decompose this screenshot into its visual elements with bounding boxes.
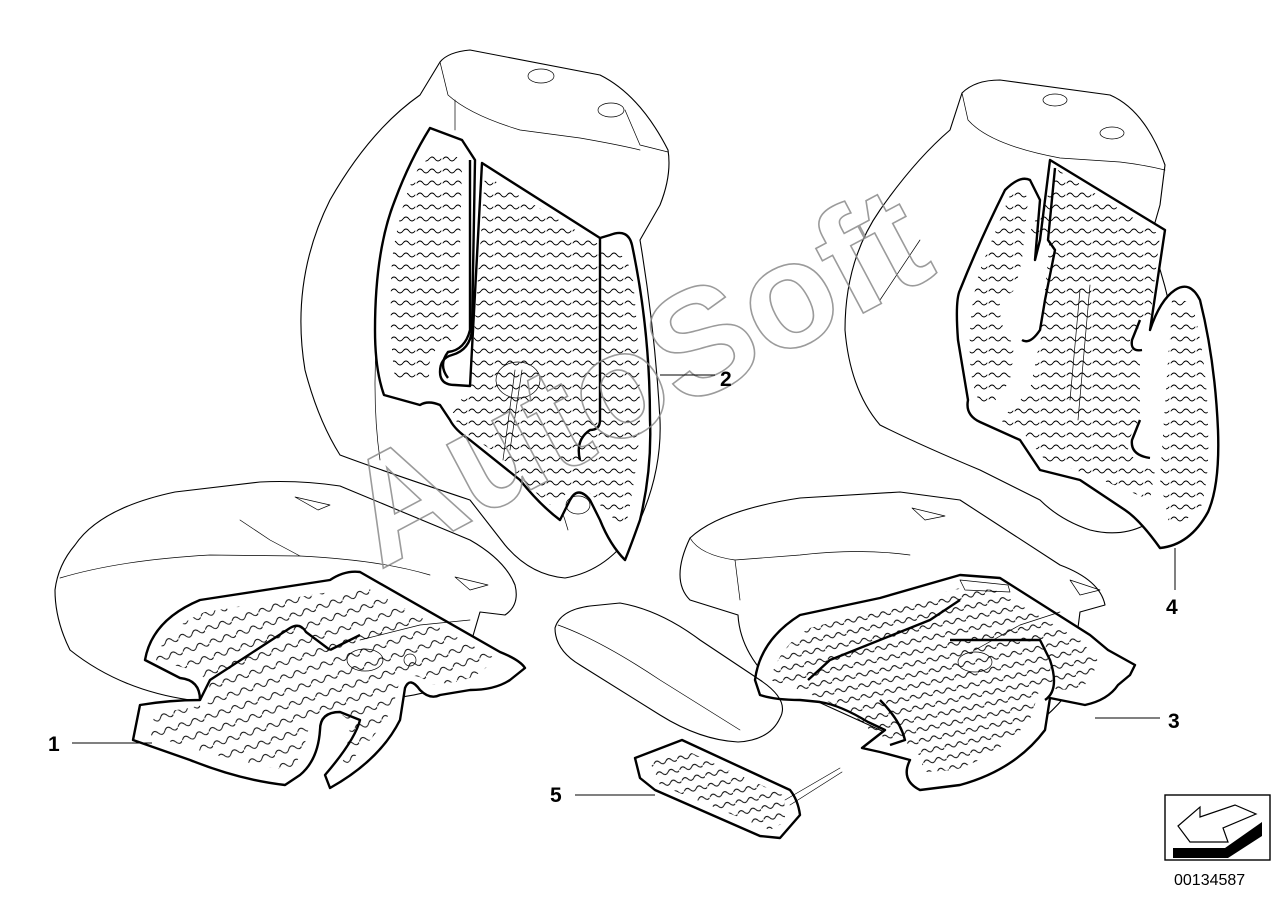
left-backrest-foam xyxy=(300,49,670,579)
direction-arrow-icon xyxy=(1164,794,1271,861)
left-backrest-heater-mat xyxy=(373,126,652,562)
callout-5: 5 xyxy=(550,784,562,807)
callout-3: 3 xyxy=(1168,710,1180,733)
right-seat-assembly xyxy=(554,79,1220,792)
left-seat-assembly xyxy=(54,49,670,790)
right-seat-heater-mat xyxy=(753,573,1137,792)
right-backrest-foam xyxy=(844,79,1181,534)
reference-number: 00134587 xyxy=(1174,872,1245,889)
callout-1: 1 xyxy=(48,733,60,756)
callout-2: 2 xyxy=(720,368,732,391)
callout-4: 4 xyxy=(1166,596,1178,619)
left-seat-heater-mat xyxy=(131,570,527,790)
bolster-pad xyxy=(554,602,784,743)
small-heater-pad xyxy=(633,738,843,840)
right-backrest-heater-mat xyxy=(955,158,1220,550)
